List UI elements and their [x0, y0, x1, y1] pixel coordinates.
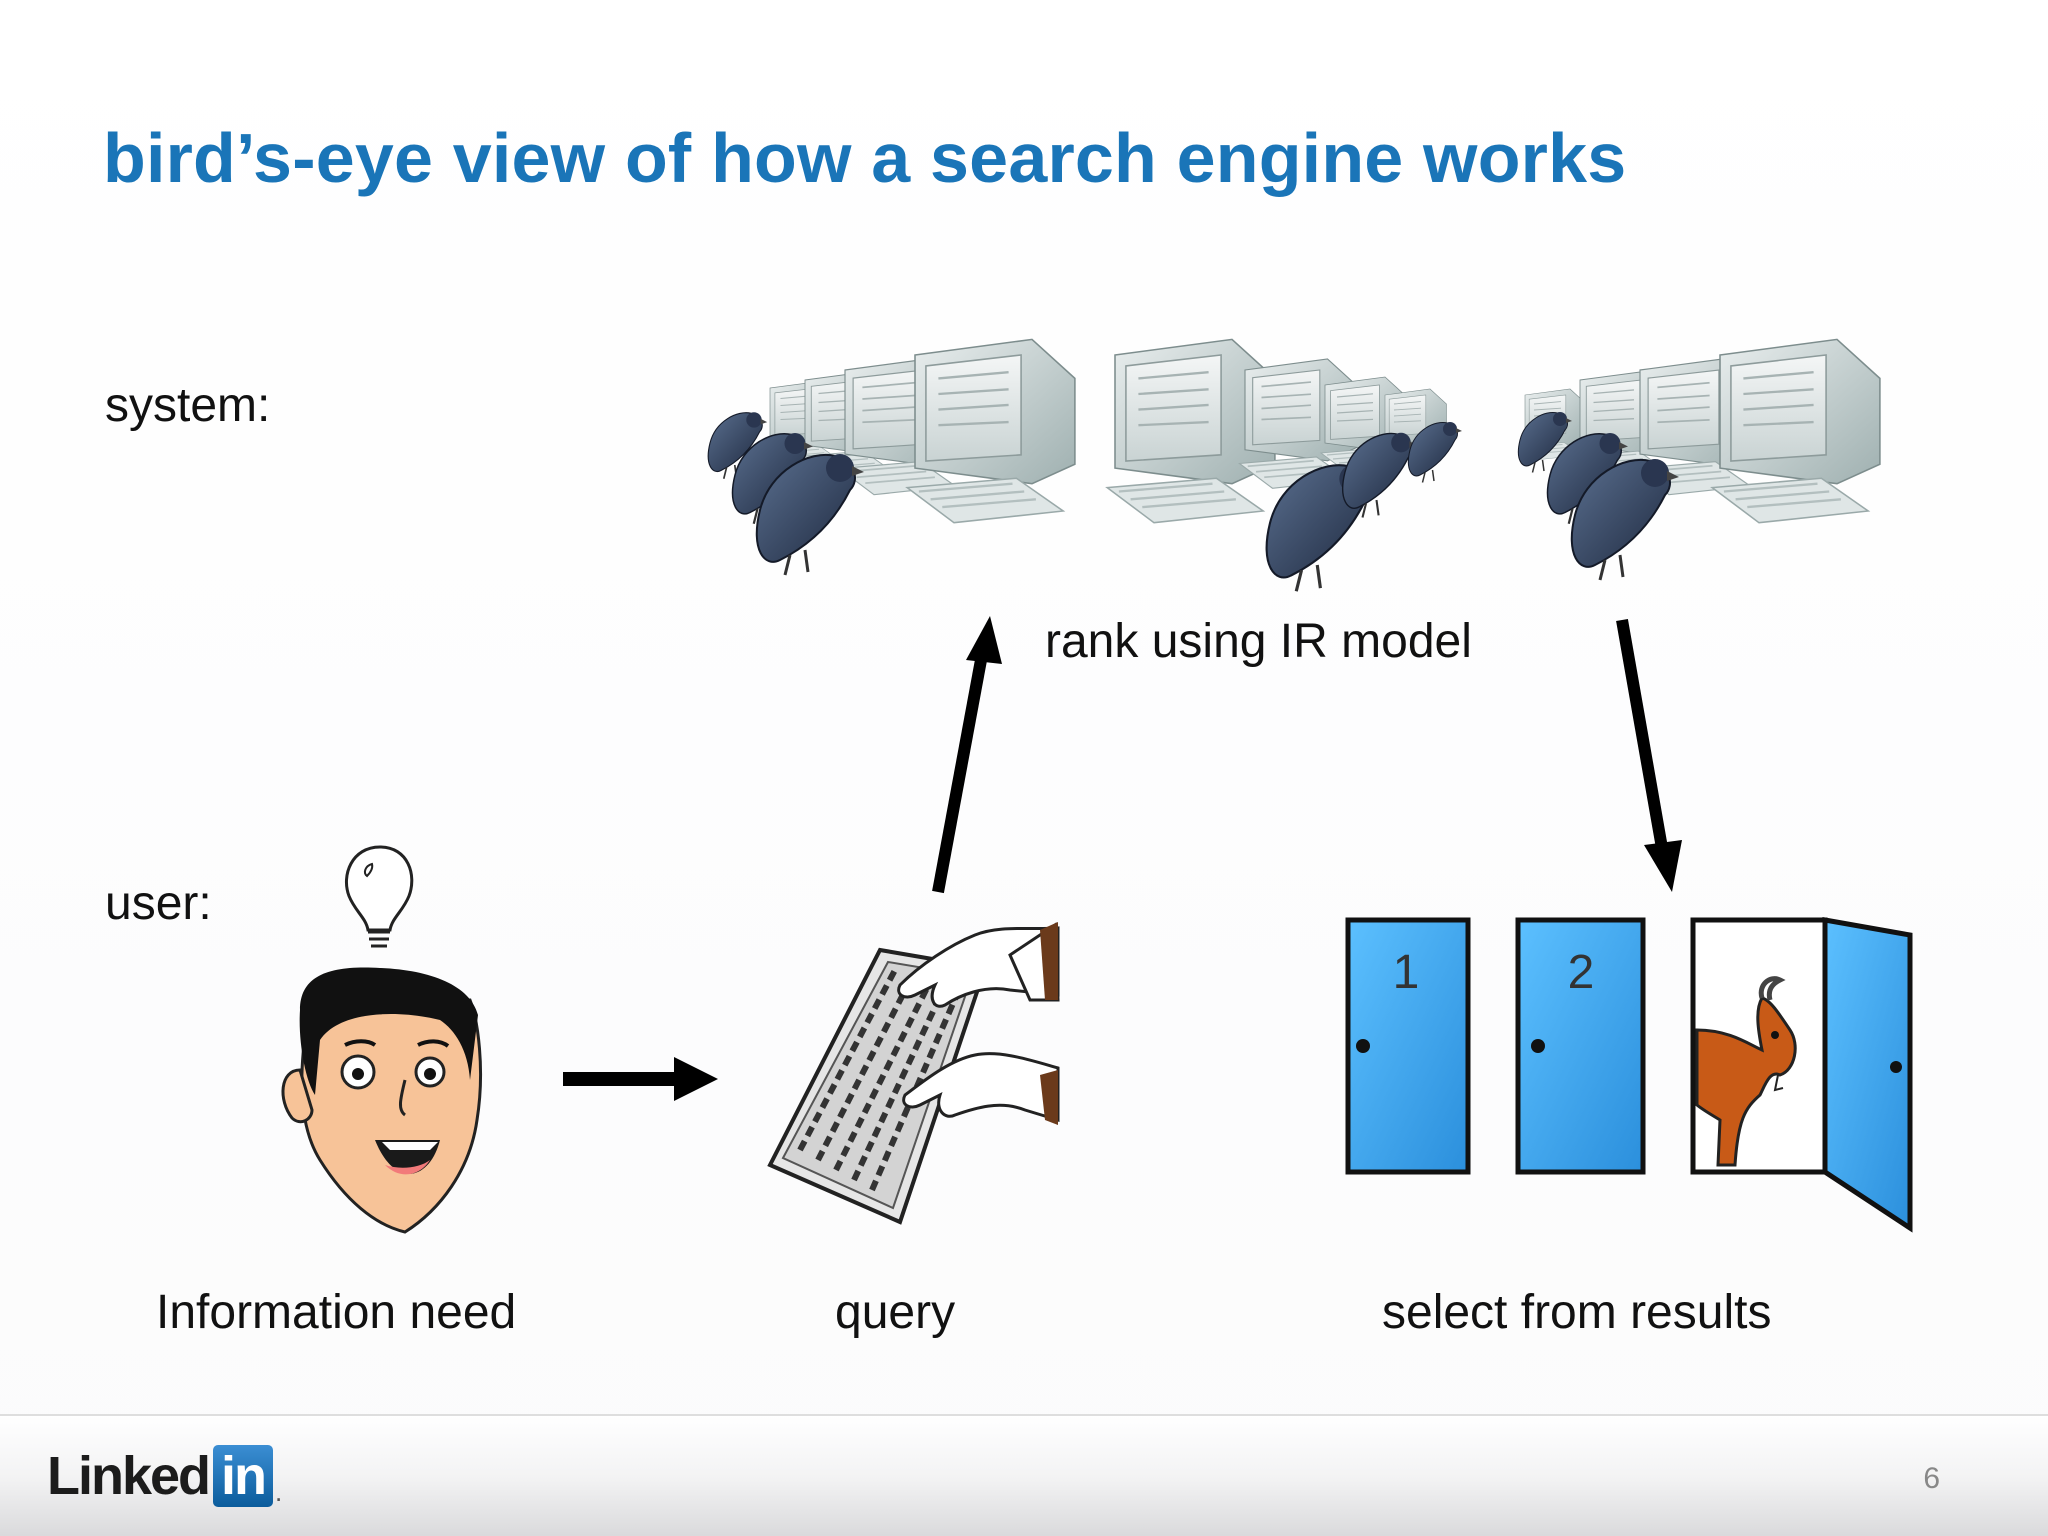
page-number: 6 — [1923, 1462, 1940, 1495]
caption-select-from-results: select from results — [1382, 1286, 1772, 1339]
computer-bank-right — [1517, 338, 1882, 582]
computer-bank-left — [707, 338, 1077, 577]
pigeon-computers-illustration — [707, 338, 1882, 593]
cartoon-person-icon — [281, 967, 483, 1234]
arrow-query-to-system — [932, 616, 1002, 894]
keyboard-typing-icon — [767, 922, 1060, 1225]
caption-rank: rank using IR model — [1045, 615, 1472, 668]
logo-dot: . — [275, 1477, 283, 1507]
arrow-need-to-query — [563, 1057, 718, 1101]
door-1-number: 1 — [1393, 946, 1420, 999]
user-row-label: user: — [105, 877, 212, 930]
lightbulb-icon — [344, 845, 414, 948]
door-2-number: 2 — [1568, 946, 1595, 999]
door-1 — [1345, 917, 1471, 1175]
slide-footer — [0, 1414, 2048, 1536]
goat-icon — [1695, 976, 1797, 1167]
logo-in-box: in — [213, 1445, 274, 1507]
open-door-with-goat — [1690, 917, 1913, 1233]
logo-wordmark: Linked — [47, 1446, 211, 1506]
caption-information-need: Information need — [156, 1286, 517, 1339]
arrow-system-to-results — [1616, 618, 1682, 892]
door-2 — [1515, 917, 1646, 1175]
slide-title: bird’s-eye view of how a search engine w… — [103, 119, 1627, 197]
computer-bank-center — [1106, 338, 1463, 593]
caption-query: query — [835, 1286, 956, 1339]
system-row-label: system: — [105, 379, 271, 432]
